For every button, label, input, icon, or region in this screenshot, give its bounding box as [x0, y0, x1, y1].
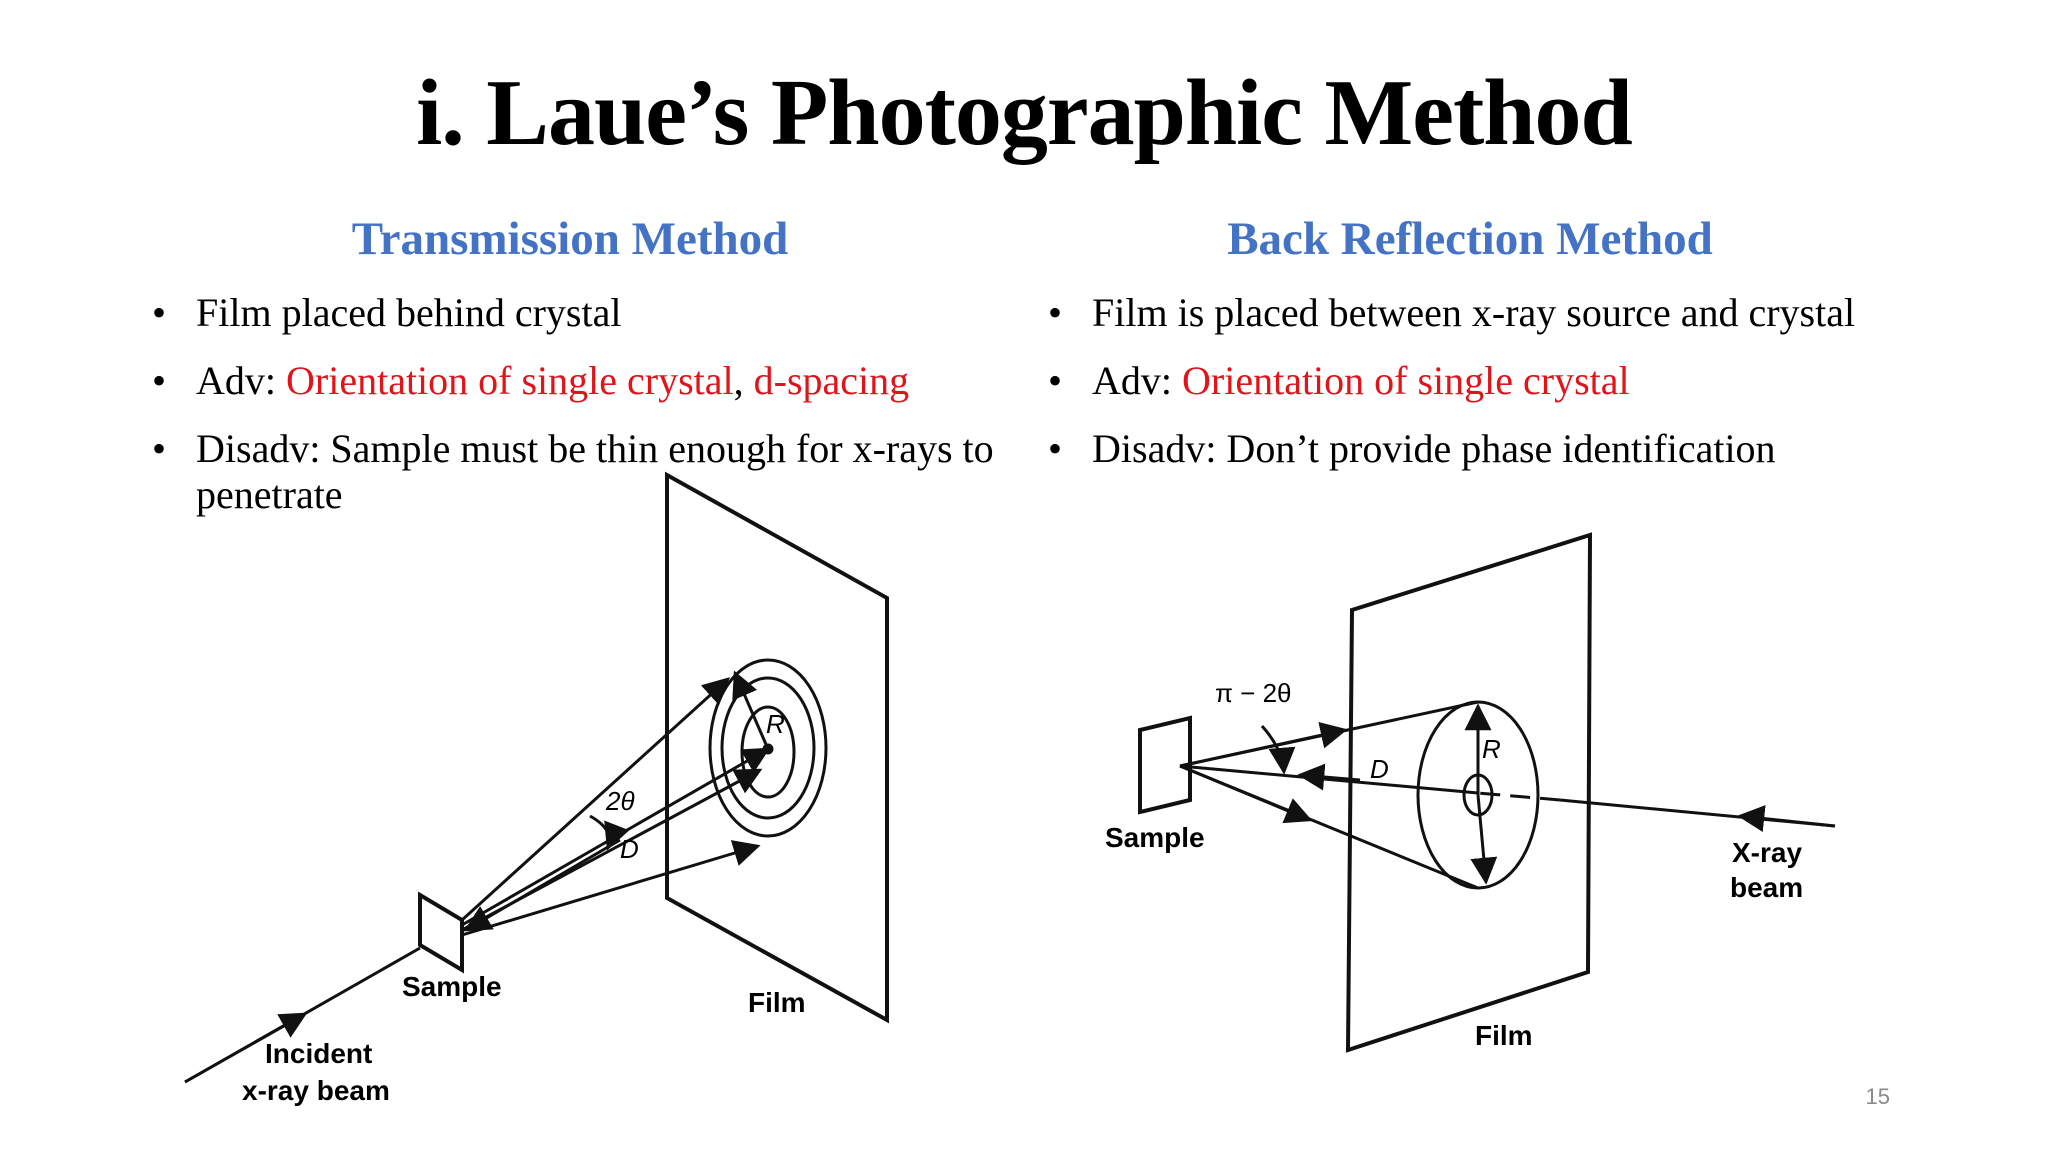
film-plane [1345, 532, 1593, 1053]
angle-label: 2θ [605, 786, 635, 816]
film-label: Film [748, 987, 806, 1018]
film-label: Film [1475, 1020, 1533, 1051]
sample-crystal [1138, 715, 1192, 815]
beam-label-line1: X-ray [1732, 837, 1802, 868]
radius-label: R [1482, 734, 1501, 764]
radius-label: R [766, 709, 785, 739]
slide-title: i. Laue’s Photographic Method [416, 61, 1633, 165]
transmission-bullets: Film placed behind crystal Adv: Orientat… [148, 290, 1008, 540]
film-plane [665, 471, 889, 1024]
list-item: Disadv: Don’t provide phase identificati… [1044, 426, 1884, 472]
beam-label-line1: Incident [265, 1038, 372, 1069]
sample-label: Sample [1105, 822, 1205, 853]
list-item: Adv: Orientation of single crystal [1044, 358, 1884, 404]
diffraction-ring-middle [720, 676, 816, 820]
diffraction-ring-outer [708, 658, 828, 838]
distance-label: D [620, 834, 639, 864]
list-item: Adv: Orientation of single crystal, d-sp… [148, 358, 1008, 404]
distance-label: D [1370, 754, 1389, 784]
beam-label-line2: x-ray beam [242, 1075, 390, 1106]
angle-label: π − 2θ [1215, 678, 1292, 708]
list-item: Film is placed between x-ray source and … [1044, 290, 1884, 336]
back-reflection-bullets: Film is placed between x-ray source and … [1044, 290, 1884, 494]
transmission-heading: Transmission Method [351, 213, 789, 265]
back-reflection-heading: Back Reflection Method [1227, 213, 1713, 265]
sample-label: Sample [402, 971, 502, 1002]
page-number: 15 [1865, 1084, 1890, 1109]
list-item: Disadv: Sample must be thin enough for x… [148, 426, 1008, 518]
sample-crystal [418, 891, 464, 974]
beam-label-line2: beam [1730, 872, 1803, 903]
list-item: Film placed behind crystal [148, 290, 1008, 336]
